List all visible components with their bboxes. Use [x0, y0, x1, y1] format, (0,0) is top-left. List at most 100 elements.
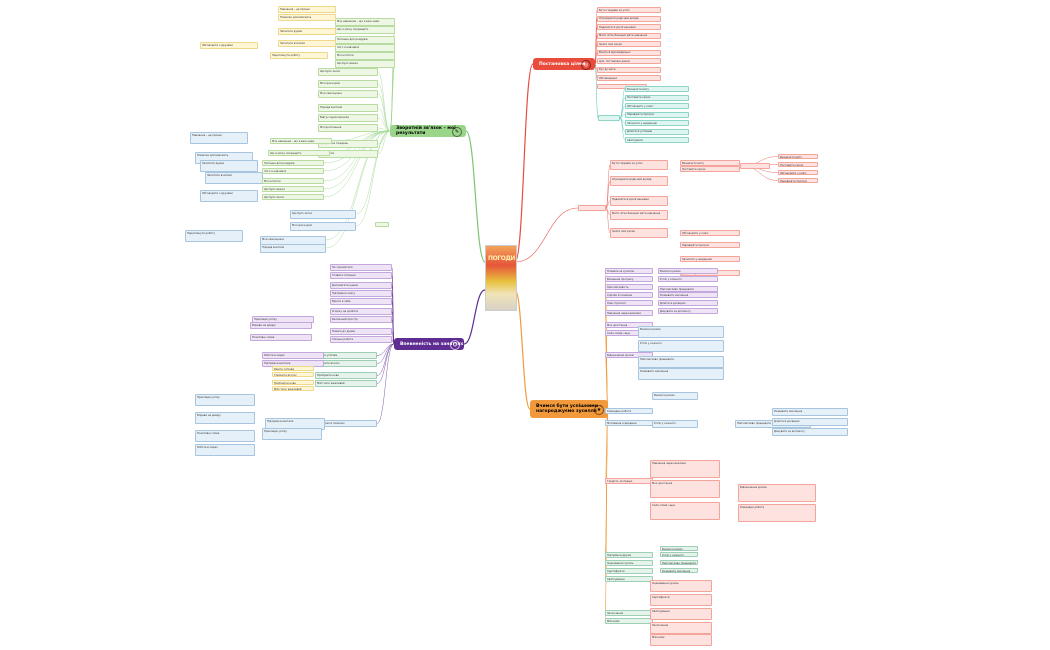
reward-detail-node[interactable]: Мій шлях — [650, 634, 712, 646]
confidence-node[interactable]: Говорити вголос — [315, 360, 377, 367]
confidence-note-node[interactable]: Вправи на довіру — [195, 412, 255, 424]
confidence-node[interactable]: Пробувати нове — [315, 372, 377, 379]
feedback-node[interactable]: Що я можу покращити — [268, 150, 330, 156]
feedback-node[interactable]: Моє навчання – що я вже знаю — [270, 138, 332, 144]
goal-node[interactable]: Знати свої кроки — [597, 41, 661, 47]
goal-leaf-node[interactable]: Визначити мету — [778, 154, 818, 159]
reward-leaf-node[interactable]: Вчимося разом — [660, 546, 698, 551]
branch-confidence[interactable]: Впевненість на заняттях ☺ — [394, 338, 464, 350]
goal-leaf-node[interactable]: Обговорити у класі — [778, 170, 818, 175]
feedback-node[interactable]: Що я можу покращити — [335, 26, 395, 34]
reward-detail-node[interactable]: Сертифікати — [650, 594, 712, 606]
reward-sub-node[interactable]: Розвивати мислення — [772, 408, 848, 416]
reward-sub-node[interactable]: Розвивати мислення — [638, 368, 724, 380]
confidence-leaf-node[interactable]: Мій голос важливий — [272, 386, 314, 391]
feedback-node[interactable]: Що було важко — [335, 60, 395, 68]
branch-feedback[interactable]: Зворотній зв'язок – мої результати ✎ — [390, 125, 466, 137]
feedback-node[interactable]: Мої кроки далі — [290, 222, 356, 231]
confidence-note-node[interactable]: Приклади успіху — [262, 428, 322, 440]
branch-goals[interactable]: Постановка цілей ◎ — [533, 58, 595, 70]
feedback-note-node[interactable]: Переглянути роботу — [270, 52, 328, 59]
goal-sub-node[interactable]: Обговорити у класі — [625, 103, 689, 109]
reward-detail-node[interactable]: Святкування — [650, 608, 712, 620]
confidence-node[interactable]: Допомагати іншим — [330, 282, 392, 289]
reward-detail-node[interactable]: Сила слова «ще» — [650, 502, 720, 520]
reward-sub-node[interactable]: Вчимося разом — [652, 392, 698, 400]
feedback-node[interactable]: Прогрес за тиждень — [318, 140, 378, 148]
feedback-node[interactable]: Питання для роздумів — [262, 160, 324, 166]
confidence-node[interactable]: Спільна робота — [330, 336, 392, 343]
goal-node[interactable]: Бути гордими за успіх — [597, 7, 661, 13]
feedback-node[interactable]: Моя самооцінка — [318, 90, 378, 98]
reward-sub-node[interactable]: Дякувати за допомогу — [772, 428, 848, 436]
goal-sub-parent[interactable] — [598, 115, 620, 121]
confidence-note-node[interactable]: Робота в парах — [195, 444, 255, 456]
reward-node[interactable]: Мій шлях — [605, 618, 653, 624]
feedback-note-node[interactable]: Навчання – це процес — [278, 6, 336, 13]
feedback-note-node[interactable]: Запитати вчителя — [205, 172, 263, 184]
feedback-note-node[interactable]: Записати думки — [200, 160, 258, 172]
feedback-node[interactable]: Мої нотатки — [262, 178, 324, 184]
reward-node[interactable]: Підтримка друзів — [605, 552, 653, 558]
feedback-node[interactable]: Мої досягнення — [318, 124, 378, 132]
feedback-note-node[interactable]: Навчання – це процес — [190, 132, 248, 144]
reward-node[interactable]: Спроби й помилки — [605, 292, 653, 298]
confidence-node[interactable]: Мій голос важливий — [315, 380, 377, 387]
feedback-node[interactable]: Мої кроки далі — [318, 80, 378, 88]
goal-sub-node[interactable]: Святкувати — [625, 137, 689, 143]
reward-sub-node[interactable]: Наполегливо працювати — [638, 356, 724, 368]
feedback-note-node[interactable]: Помилки допомагають — [278, 14, 336, 21]
goal-detail-node[interactable]: Знати свої кроки — [610, 228, 668, 238]
reward-node[interactable]: Командна робота — [605, 408, 653, 414]
reward-detail-node[interactable]: Командна робота — [738, 504, 816, 522]
branch-reward[interactable]: Вчимся бути успішними – нагороджуємо зус… — [530, 400, 608, 418]
reward-sub-node[interactable]: Успіх у кожного — [652, 420, 698, 428]
confidence-note-node[interactable]: Позитивні слова — [250, 334, 312, 341]
confidence-node[interactable]: Повага до думки — [330, 328, 392, 335]
reward-detail-node[interactable]: Навчання через виклики — [650, 460, 720, 478]
confidence-node[interactable]: Вірити в себе — [330, 298, 392, 305]
goal-leaf-node[interactable]: Записати у щоденник — [680, 256, 740, 262]
reward-node[interactable]: Визнання прогресу — [605, 276, 653, 282]
goal-leaf-parent[interactable] — [740, 163, 770, 169]
confidence-leaf-node[interactable]: Радіти успіхам — [272, 366, 314, 371]
goal-node[interactable]: Надихатися досягненнями — [597, 24, 661, 30]
reward-node[interactable]: Моє зростання — [605, 322, 653, 328]
confidence-node[interactable]: Радіти успіхам — [315, 352, 377, 359]
goal-leaf-node[interactable]: Перевіряти прогрес — [778, 178, 818, 183]
reward-detail-node[interactable]: Моє зростання — [650, 480, 720, 498]
feedback-node[interactable]: Що було легко — [262, 194, 324, 200]
goal-node[interactable]: Отримувати радісний досвід — [597, 15, 661, 22]
goal-sub-node[interactable]: Ділитися успіхами — [625, 128, 689, 135]
goal-node[interactable]: Рух до мети — [597, 66, 661, 73]
feedback-note-node[interactable]: Записати думки — [278, 28, 336, 35]
reward-sub-node[interactable]: Ділитися досвідом — [772, 418, 848, 426]
reward-sub-node[interactable]: Ділитися досвідом — [658, 300, 718, 306]
confidence-node[interactable]: Я можу це зробити — [330, 308, 392, 315]
confidence-node[interactable]: Підтримка класу — [330, 290, 392, 297]
confidence-leaf-node[interactable]: Говорити вголос — [272, 372, 314, 377]
feedback-node[interactable]: Порада вчителя — [318, 104, 378, 112]
goal-node[interactable]: Цілі, поставлені разом — [597, 58, 661, 64]
reward-leaf-node[interactable]: Наполегливо працювати — [660, 560, 698, 565]
feedback-node[interactable]: Чого я навчився — [335, 44, 395, 52]
feedback-node[interactable]: Моє навчання – що я вже знаю — [335, 18, 395, 26]
reward-sub-node[interactable]: Наполегливо працювати — [658, 286, 718, 292]
reward-node[interactable]: Похвала за зусилля — [605, 268, 653, 274]
goal-sub-node[interactable]: Поставити кроки — [625, 94, 689, 101]
reward-sub-node[interactable]: Дякувати за допомогу — [658, 308, 718, 314]
feedback-note-node[interactable]: Обговорити з друзями — [200, 190, 258, 202]
reward-sub-node[interactable]: Розвивати мислення — [658, 292, 718, 298]
feedback-node[interactable]: Відгук однокласника — [318, 114, 378, 122]
reward-node[interactable]: Сертифікати — [605, 568, 653, 574]
goal-leaf-node[interactable]: Поставити кроки — [778, 162, 818, 167]
reward-node[interactable]: Гордість за працю — [605, 478, 653, 484]
reward-detail-node[interactable]: Заохочення — [650, 622, 712, 634]
goal-sub-node[interactable]: Перевіряти прогрес — [625, 111, 689, 118]
goal-leaf-node[interactable]: Поставити кроки — [680, 166, 740, 172]
goal-detail-parent[interactable] — [578, 205, 606, 211]
goal-sub-node[interactable]: Визначити мету — [625, 86, 689, 92]
confidence-node[interactable]: Безпечний простір — [330, 316, 392, 323]
confidence-note-node[interactable]: Робота в парах — [262, 352, 324, 359]
feedback-note-node[interactable]: Запитати вчителя — [278, 40, 336, 47]
